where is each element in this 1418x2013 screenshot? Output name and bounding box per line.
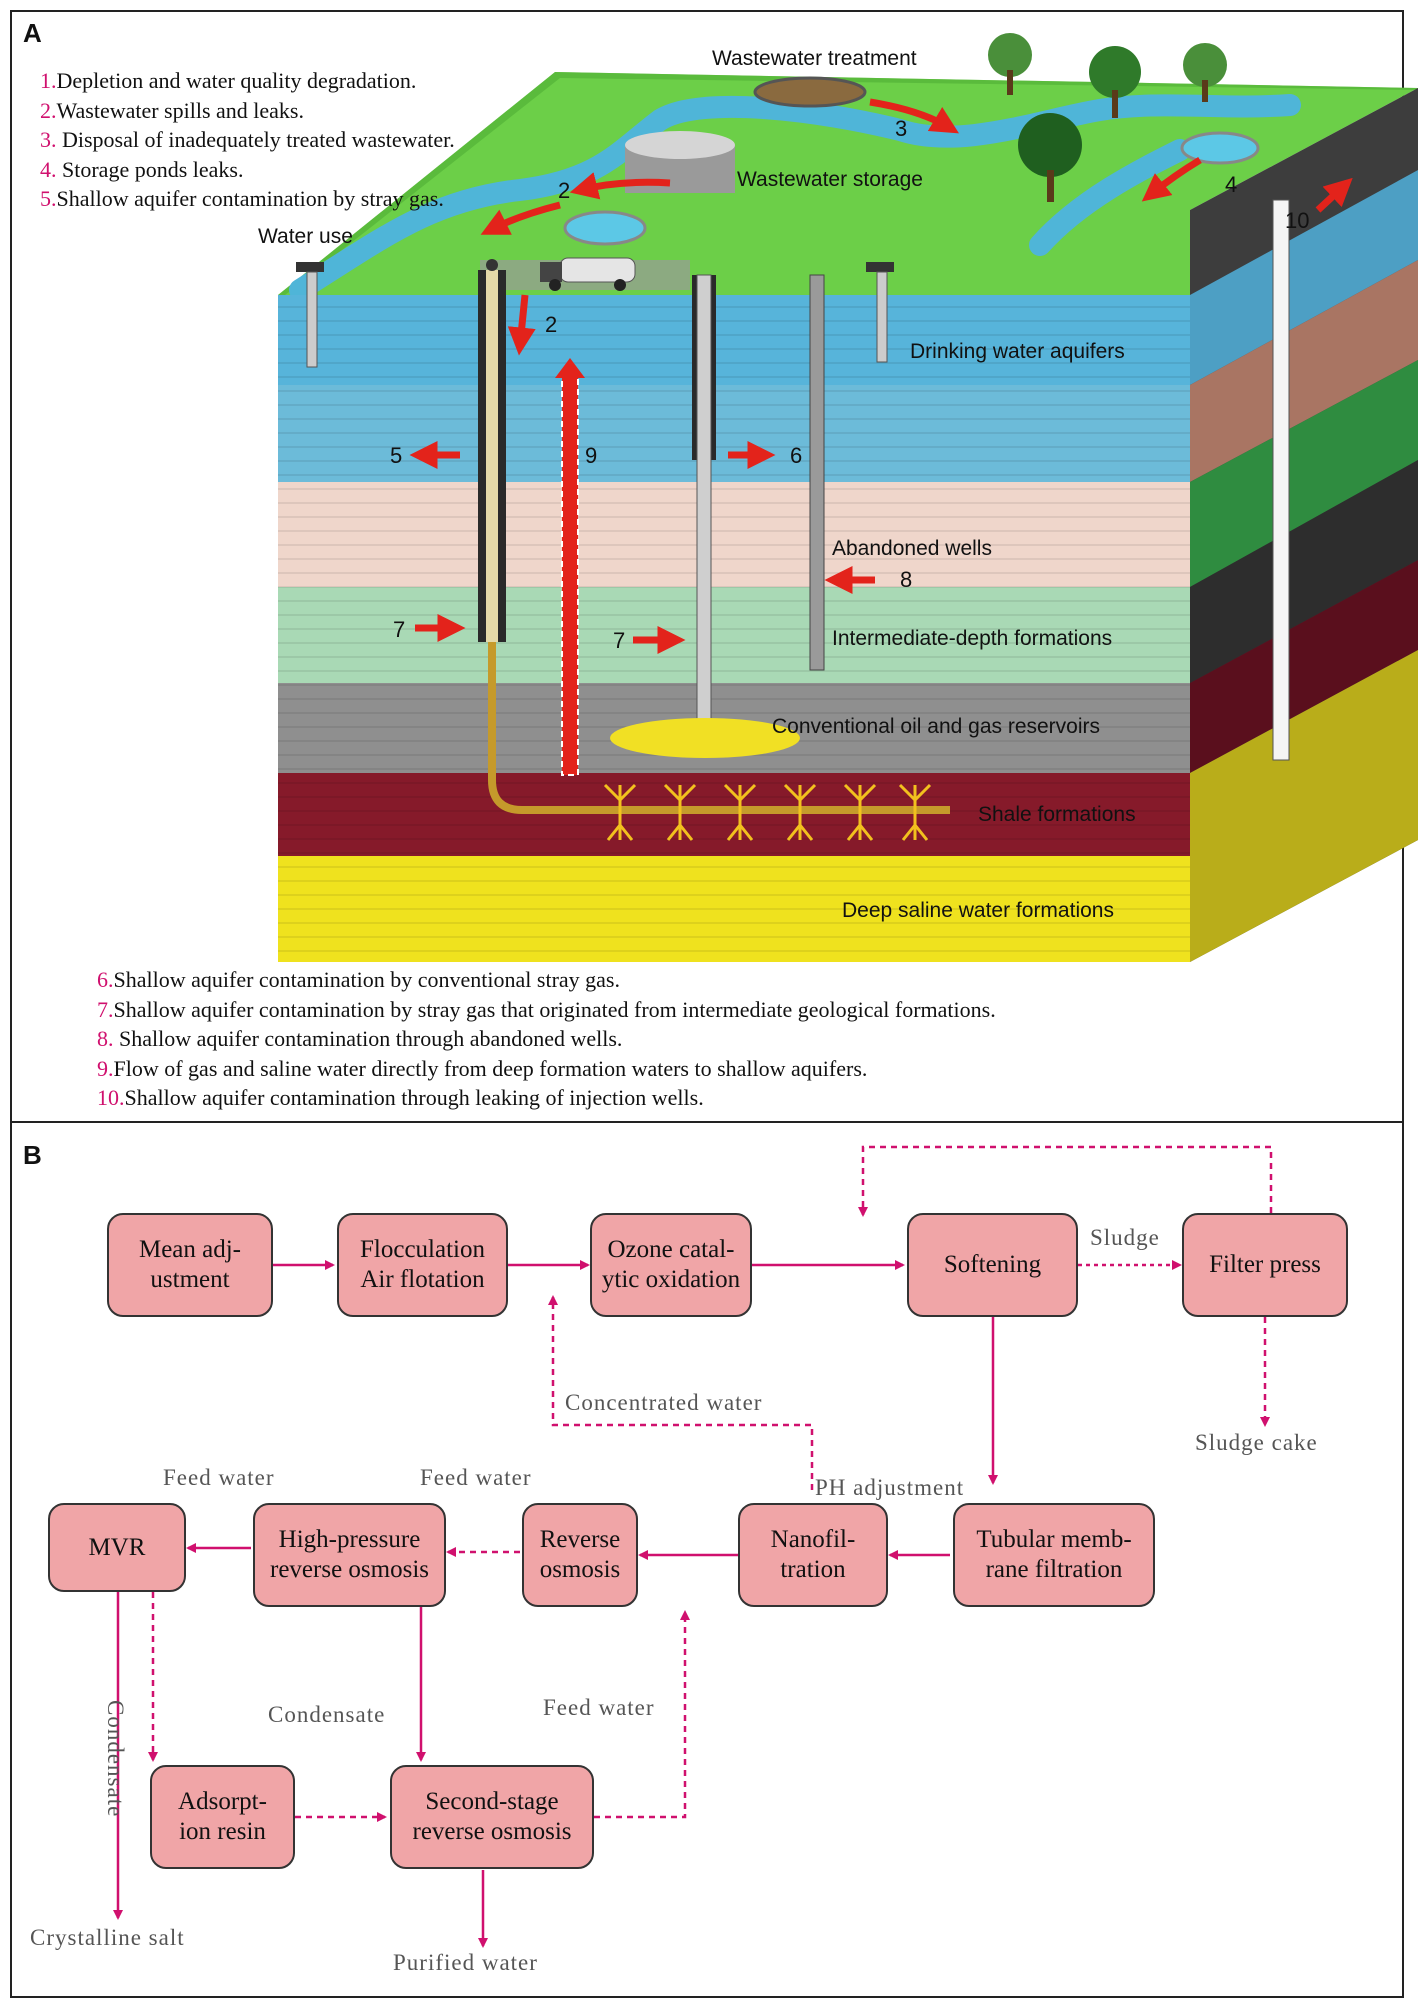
label-condensate: Condensate xyxy=(268,1702,386,1727)
list-item: 6.Shallow aquifer contamination by conve… xyxy=(97,967,620,992)
label-shale: Shale formations xyxy=(978,803,1136,826)
num-4: 4 xyxy=(1225,172,1237,197)
box-flocculation: Flocculation Air flotation xyxy=(337,1213,508,1317)
box-reverse-osmosis: Reverse osmosis xyxy=(522,1503,638,1607)
arrow-3 xyxy=(869,98,960,134)
box-nanofiltration: Nanofil- tration xyxy=(738,1503,888,1607)
label-saline: Deep saline water formations xyxy=(842,899,1114,922)
water-well-right xyxy=(866,262,894,363)
list-item: 7.Shallow aquifer contamination by stray… xyxy=(97,996,996,1022)
water-well-left xyxy=(296,262,324,368)
list-item: 3. Disposal of inadequately treated wast… xyxy=(40,127,455,152)
injection-well xyxy=(1272,199,1290,761)
label-wastewater-storage: Wastewater storage xyxy=(737,168,923,191)
box-second-stage-ro: Second-stage reverse osmosis xyxy=(390,1765,594,1869)
num-5: 5 xyxy=(390,443,402,468)
vertical-gas-well xyxy=(610,274,800,758)
panel-a-letter: A xyxy=(23,18,42,48)
gas-reservoir xyxy=(610,718,800,758)
impact-list-bottom: 6.Shallow aquifer contamination by conve… xyxy=(97,965,996,1113)
trees xyxy=(988,33,1227,202)
num-8: 8 xyxy=(900,567,912,592)
num-6: 6 xyxy=(790,443,802,468)
num-10: 10 xyxy=(1285,208,1309,233)
arrow-4 xyxy=(1141,156,1202,202)
label-sludge: Sludge xyxy=(1090,1225,1160,1250)
list-item: 8. Shallow aquifer contamination through… xyxy=(97,1026,623,1051)
ground-surface xyxy=(278,72,1418,295)
num-7-left: 7 xyxy=(393,617,405,642)
label-water-use: Water use xyxy=(258,225,353,248)
box-ozone-oxidation: Ozone catal- ytic oxidation xyxy=(590,1213,752,1317)
box-tubular-membrane: Tubular memb- rane filtration xyxy=(953,1503,1155,1607)
arrow-10 xyxy=(1315,177,1353,213)
figure-frame xyxy=(10,10,1404,1998)
storage-pond-1 xyxy=(563,210,647,246)
box-adsorption-resin: Adsorpt- ion resin xyxy=(150,1765,295,1869)
label-feed-water-3: Feed water xyxy=(543,1695,655,1720)
arrow-2-spill xyxy=(507,294,536,356)
label-purified-water: Purified water xyxy=(393,1950,538,1975)
list-item: 2.Wastewater spills and leaks. xyxy=(40,97,304,123)
label-crystalline-salt: Crystalline salt xyxy=(30,1925,185,1950)
arrow-2-storage xyxy=(569,172,671,200)
label-feed-water-1: Feed water xyxy=(163,1465,275,1490)
box-mvr: MVR xyxy=(48,1503,186,1592)
arrow-9-flow xyxy=(561,374,579,776)
list-item: 9.Flow of gas and saline water directly … xyxy=(97,1055,868,1081)
label-ph-adjustment: PH adjustment xyxy=(815,1475,965,1500)
wastewater-treatment-tank xyxy=(753,76,867,108)
label-concentrated-water: Concentrated water xyxy=(565,1390,763,1415)
box-mean-adjustment: Mean adj- ustment xyxy=(107,1213,273,1317)
list-item: 4. Storage ponds leaks. xyxy=(40,156,244,182)
impact-list-top: 1.Depletion and water quality degradatio… xyxy=(40,66,455,214)
abandoned-well xyxy=(809,274,825,671)
box-softening: Softening xyxy=(907,1213,1078,1317)
label-wastewater-treatment: Wastewater treatment xyxy=(712,47,917,70)
box-high-pressure-ro: High-pressure reverse osmosis xyxy=(253,1503,446,1607)
fractures xyxy=(603,783,932,841)
label-abandoned-wells: Abandoned wells xyxy=(832,537,992,560)
box-filter-press: Filter press xyxy=(1182,1213,1348,1317)
tanker-truck xyxy=(540,257,636,291)
label-conventional: Conventional oil and gas reservoirs xyxy=(772,715,1100,738)
list-item: 1.Depletion and water quality degradatio… xyxy=(40,68,417,93)
storage-pond-2 xyxy=(1180,131,1260,165)
label-feed-water-2: Feed water xyxy=(420,1465,532,1490)
num-3: 3 xyxy=(895,116,907,141)
label-sludge-cake: Sludge cake xyxy=(1195,1430,1318,1455)
label-condensate-vertical: Condensate xyxy=(103,1700,128,1818)
list-item: 5.Shallow aquifer contamination by stray… xyxy=(40,186,444,211)
panel-b-letter: B xyxy=(23,1140,42,1170)
label-intermediate: Intermediate-depth formations xyxy=(832,627,1112,650)
num-9: 9 xyxy=(585,443,597,468)
horizontal-gas-well xyxy=(478,259,950,814)
label-drinking-water: Drinking water aquifers xyxy=(910,340,1125,363)
num-7-right: 7 xyxy=(613,628,625,653)
num-2-top: 2 xyxy=(558,178,570,203)
geology-illustration: 2 3 4 10 2 5 9 6 8 7 7 Wastewater treatm… xyxy=(258,33,1418,962)
panel-divider xyxy=(10,1121,1404,1123)
arrow-2-pond xyxy=(480,201,561,235)
list-item: 10.Shallow aquifer contamination through… xyxy=(97,1085,704,1110)
num-2-well: 2 xyxy=(545,312,557,337)
